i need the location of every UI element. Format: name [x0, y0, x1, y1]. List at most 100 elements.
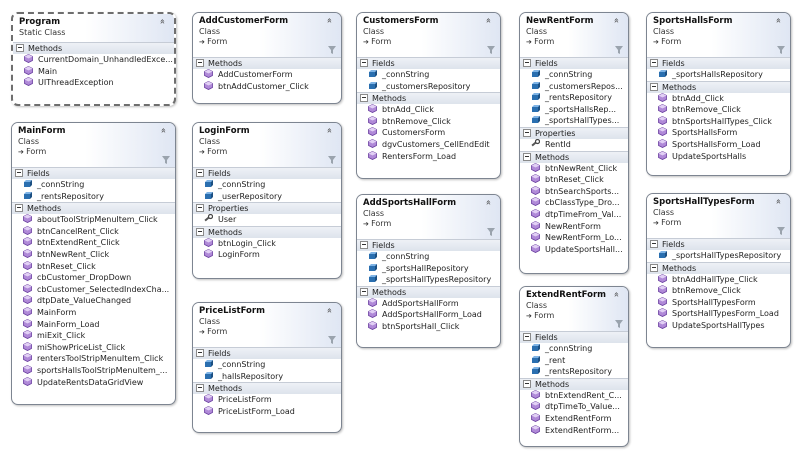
member-method[interactable]: CustomersForm	[357, 127, 500, 139]
collapse-chevron-icon[interactable]: »	[484, 199, 494, 206]
section-header-methods[interactable]: Methods	[193, 225, 341, 238]
member-method[interactable]: RentersForm_Load	[357, 150, 500, 163]
member-method[interactable]: btnSearchSports...	[520, 185, 628, 198]
member-field[interactable]: _sportsHallsRepository	[647, 69, 790, 81]
section-header-methods[interactable]: Methods	[357, 92, 500, 105]
member-method[interactable]: aboutToolStripMenuItem_Click	[12, 214, 175, 226]
member-method[interactable]: AddSportsHallForm_Load	[357, 309, 500, 321]
collapse-toggle-icon[interactable]	[196, 349, 204, 357]
collapse-toggle-icon[interactable]	[15, 204, 23, 213]
member-method[interactable]: btnCancelRent_Click	[12, 225, 175, 238]
member-method[interactable]: miExit_Click	[12, 330, 175, 342]
filter-icon[interactable]	[487, 228, 495, 236]
section-header-fields[interactable]: Fields	[193, 347, 341, 359]
member-method[interactable]: PriceListForm_Load	[193, 405, 341, 418]
member-method[interactable]: btnExtendRent_Click	[12, 237, 175, 249]
section-header-methods[interactable]: Methods	[647, 80, 790, 93]
section-header-fields[interactable]: Fields	[12, 167, 175, 179]
member-method[interactable]: miShowPriceList_Click	[12, 341, 175, 354]
collapse-toggle-icon[interactable]	[523, 59, 531, 67]
collapse-chevron-icon[interactable]: »	[325, 127, 335, 134]
member-field[interactable]: _rentsRepository	[520, 366, 628, 378]
filter-icon[interactable]	[615, 46, 623, 54]
collapse-toggle-icon[interactable]	[196, 204, 204, 213]
collapse-toggle-icon[interactable]	[650, 263, 658, 272]
member-field[interactable]: _connString	[12, 179, 175, 191]
member-field[interactable]: _sportsHallsRep...	[520, 104, 628, 116]
collapse-toggle-icon[interactable]	[196, 169, 204, 177]
member-method[interactable]: btnAdd_Click	[357, 104, 500, 116]
member-field[interactable]: _customersRepository	[357, 81, 500, 93]
member-method[interactable]: btnAdd_Click	[647, 92, 790, 105]
section-header-fields[interactable]: Fields	[357, 239, 500, 251]
collapse-toggle-icon[interactable]	[360, 287, 368, 296]
member-method[interactable]: btnAddCustomer_Click	[193, 80, 341, 93]
member-field[interactable]: _userRepository	[193, 191, 341, 203]
member-method[interactable]: PriceListForm	[193, 394, 341, 406]
collapse-chevron-icon[interactable]: »	[159, 127, 169, 134]
collapse-chevron-icon[interactable]: »	[325, 17, 335, 24]
member-method[interactable]: SportsHallsForm_Load	[647, 139, 790, 151]
collapse-toggle-icon[interactable]	[196, 59, 204, 67]
member-method[interactable]: btnSportsHall_Click	[357, 321, 500, 333]
member-method[interactable]: btnReset_Click	[12, 260, 175, 273]
filter-icon[interactable]	[162, 156, 170, 164]
collapse-toggle-icon[interactable]	[196, 384, 204, 393]
collapse-toggle-icon[interactable]	[360, 94, 368, 103]
member-method[interactable]: btnAddHallType_Click	[647, 273, 790, 286]
collapse-toggle-icon[interactable]	[523, 128, 531, 137]
member-field[interactable]: _customersRepos...	[520, 81, 628, 93]
member-field[interactable]: _sportsHallRepository	[357, 263, 500, 275]
section-header-methods[interactable]: Methods	[520, 150, 628, 163]
member-method[interactable]: rentersToolStripMenuItem_Click	[12, 353, 175, 365]
member-method[interactable]: btnRemove_Click	[647, 104, 790, 116]
collapse-toggle-icon[interactable]	[523, 379, 531, 388]
member-method[interactable]: UpdateSportsHalls	[647, 150, 790, 163]
member-method[interactable]: ExtendRentForm...	[520, 424, 628, 437]
member-field[interactable]: _rent	[520, 355, 628, 367]
member-field[interactable]: _sportsHallTypes...	[520, 115, 628, 127]
collapse-toggle-icon[interactable]	[523, 333, 531, 341]
member-method[interactable]: btnNewRent_Click	[520, 162, 628, 175]
filter-icon[interactable]	[777, 227, 785, 235]
section-header-fields[interactable]: Fields	[520, 57, 628, 69]
section-header-fields[interactable]: Fields	[647, 57, 790, 69]
member-method[interactable]: SportsHallTypesForm	[647, 296, 790, 309]
section-header-fields[interactable]: Fields	[357, 57, 500, 69]
filter-icon[interactable]	[328, 336, 336, 344]
member-method[interactable]: Main	[13, 65, 174, 78]
collapse-toggle-icon[interactable]	[650, 59, 658, 67]
member-method[interactable]: btnRemove_Click	[647, 285, 790, 297]
member-method[interactable]: NewRentForm	[520, 220, 628, 233]
member-method[interactable]: cbCustomer_DropDown	[12, 272, 175, 284]
member-method[interactable]: sportsHallsToolStripMenuItem_...	[12, 364, 175, 377]
member-method[interactable]: AddSportsHallForm	[357, 297, 500, 310]
member-field[interactable]: _connString	[520, 343, 628, 355]
filter-icon[interactable]	[777, 46, 785, 54]
member-field[interactable]: _connString	[357, 69, 500, 81]
section-header-methods[interactable]: Methods	[13, 42, 174, 54]
section-header-fields[interactable]: Fields	[193, 167, 341, 179]
collapse-chevron-icon[interactable]: »	[158, 18, 168, 25]
collapse-toggle-icon[interactable]	[523, 152, 531, 161]
section-header-methods[interactable]: Methods	[520, 377, 628, 390]
collapse-chevron-icon[interactable]: »	[325, 307, 335, 314]
member-method[interactable]: SportsHallTypesForm_Load	[647, 308, 790, 320]
member-method[interactable]: NewRentForm_Lo...	[520, 232, 628, 244]
member-field[interactable]: _hallsRepository	[193, 371, 341, 383]
section-header-methods[interactable]: Methods	[647, 261, 790, 274]
filter-icon[interactable]	[615, 320, 623, 328]
section-header-methods[interactable]: Methods	[12, 202, 175, 215]
section-header-methods[interactable]: Methods	[193, 382, 341, 395]
member-method[interactable]: UpdateSportsHallTypes	[647, 320, 790, 332]
collapse-toggle-icon[interactable]	[360, 241, 368, 249]
member-field[interactable]: _rentsRepository	[12, 191, 175, 203]
member-field[interactable]: _connString	[193, 179, 341, 191]
member-method[interactable]: dtpTimeTo_Value...	[520, 401, 628, 413]
section-header-properties[interactable]: Properties	[520, 126, 628, 139]
member-method[interactable]: btnSportsHallTypes_Click	[647, 115, 790, 128]
collapse-toggle-icon[interactable]	[650, 82, 658, 91]
member-method[interactable]: UIThreadException	[13, 77, 174, 89]
member-property[interactable]: User	[193, 214, 341, 226]
member-field[interactable]: _rentsRepository	[520, 92, 628, 104]
